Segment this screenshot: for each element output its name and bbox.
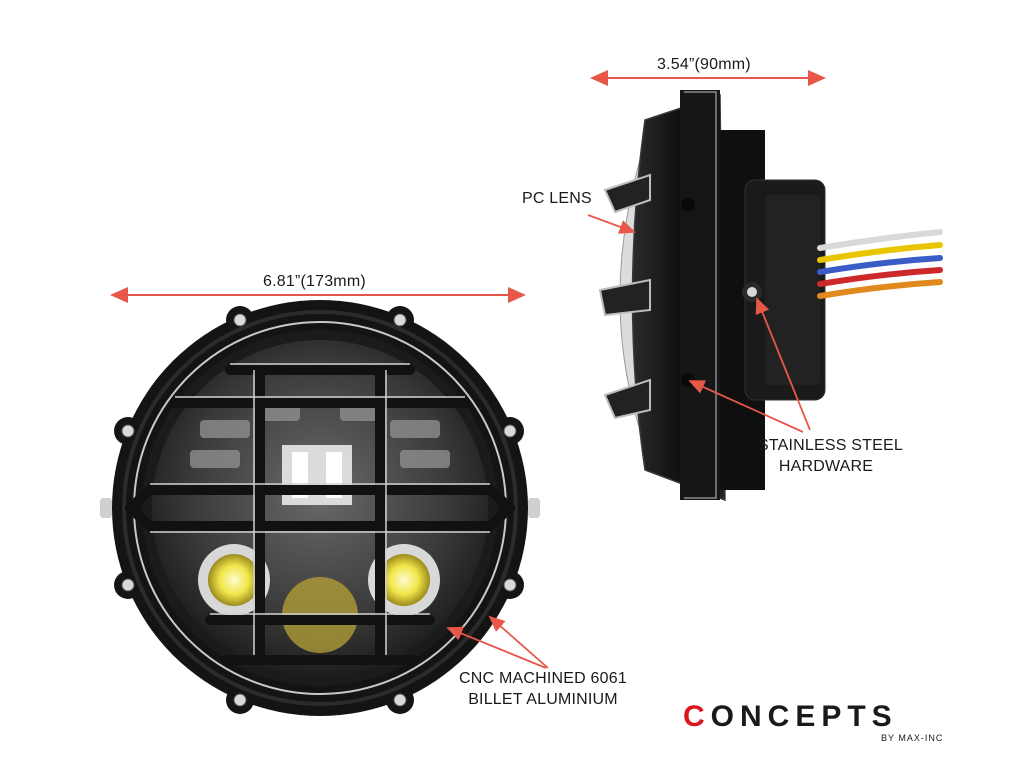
body-callout-line1: CNC MACHINED 6061	[459, 670, 627, 687]
body-callout-label: CNC MACHINED 6061 BILLET ALUMINIUM	[458, 668, 628, 710]
body-callout-arrow-2	[488, 615, 549, 669]
headlight-side-view	[598, 90, 943, 502]
lens-callout-label: PC LENS	[522, 190, 592, 207]
headlight-front-view	[100, 300, 540, 716]
brand-tagline: BY MAX-INC	[881, 733, 944, 743]
hardware-callout-line2: HARDWARE	[778, 458, 874, 475]
body-callout-line2: BILLET ALUMINIUM	[468, 691, 618, 708]
brand-wordmark-rest: ONCEPTS	[710, 700, 898, 733]
hardware-callout-arrow-1	[755, 297, 811, 431]
body-callout-arrow-1	[446, 626, 547, 669]
depth-dimension-label: 3.54”(90mm)	[657, 56, 751, 73]
brand-logo: CONCEPTS BY MAX-INC	[683, 700, 983, 750]
hardware-callout-arrow-2	[688, 380, 804, 433]
lens-callout-arrow	[587, 214, 636, 234]
brand-wordmark-first-letter: C	[683, 700, 711, 733]
width-dimension-label: 6.81”(173mm)	[263, 273, 366, 290]
hardware-callout-line1: STAINLESS STEEL	[758, 437, 903, 454]
hardware-callout-label: STAINLESS STEEL HARDWARE	[758, 435, 903, 477]
brand-wordmark: CONCEPTS	[683, 700, 898, 734]
